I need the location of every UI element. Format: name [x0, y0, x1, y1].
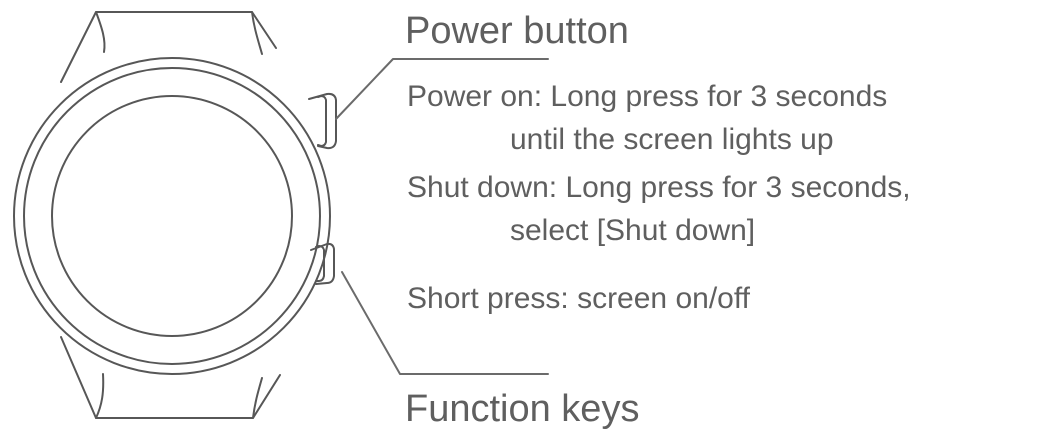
- power-button-title: Power button: [405, 10, 629, 52]
- power-on-instruction-continued: until the screen lights up: [510, 123, 834, 156]
- shut-down-instruction: Shut down: Long press for 3 seconds,: [407, 171, 911, 204]
- watch-case-inner: [23, 67, 321, 365]
- function-key-leader-line: [341, 271, 549, 375]
- function-keys-title: Function keys: [405, 388, 640, 430]
- watch-case-outer: [13, 57, 331, 375]
- short-press-instruction: Short press: screen on/off: [407, 282, 750, 315]
- shut-down-instruction-continued: select [Shut down]: [510, 214, 756, 247]
- watch-screen: [51, 95, 293, 337]
- watch-bottom-lugs: [60, 336, 281, 419]
- function-key-crown: [310, 242, 335, 285]
- power-button-crown: [308, 92, 337, 150]
- watch-top-lugs: [60, 11, 277, 83]
- power-on-instruction: Power on: Long press for 3 seconds: [407, 80, 888, 113]
- power-button-leader-line: [335, 58, 549, 120]
